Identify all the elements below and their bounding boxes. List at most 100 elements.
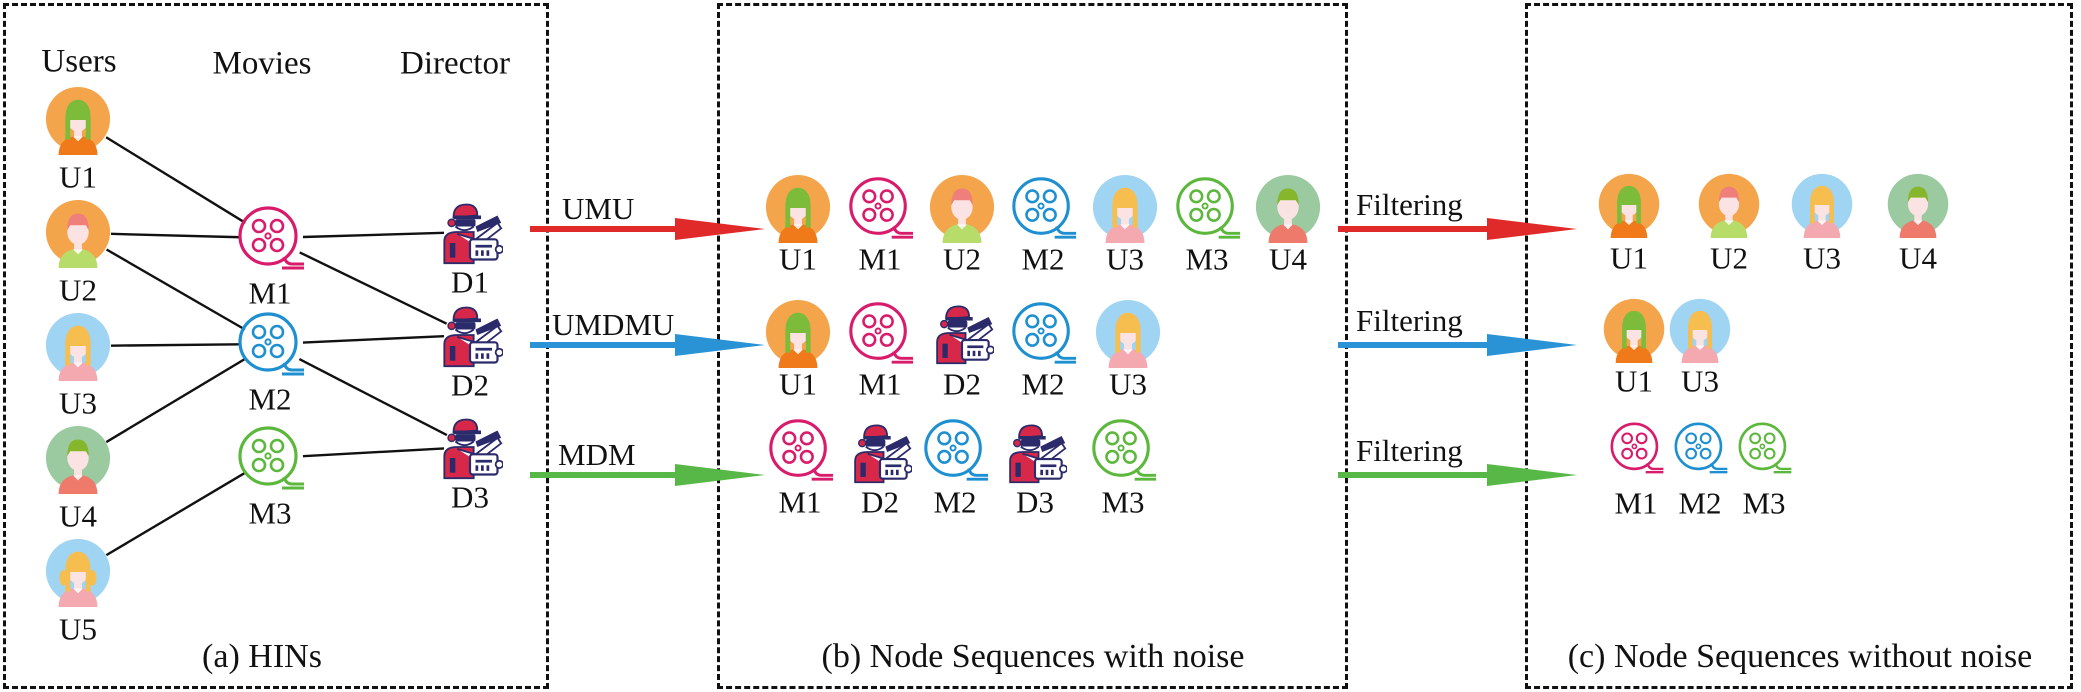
film-reel-icon <box>234 422 306 494</box>
hin-user-label-u2: U2 <box>59 272 97 308</box>
user-avatar-icon <box>1789 172 1855 238</box>
hin-movie-label-m3: M3 <box>248 495 292 531</box>
user-avatar-icon <box>1253 173 1323 243</box>
noisy-seq1-label-m2: M2 <box>1021 241 1065 277</box>
noisy-seq1-label-u3: U3 <box>1106 241 1144 277</box>
header-director: Director <box>400 45 510 82</box>
director-icon <box>1003 420 1067 484</box>
hin-edges <box>105 136 448 557</box>
user-avatar-icon <box>43 537 113 607</box>
noisy-seq2-label-d2: D2 <box>943 366 981 402</box>
metapath-arrow-umdmu <box>530 334 765 356</box>
user-avatar-icon <box>43 311 113 381</box>
clean-seq2-label-u1: U1 <box>1615 363 1653 399</box>
edge-u4-m2 <box>105 357 246 444</box>
hin-user-label-u1: U1 <box>59 159 97 195</box>
user-avatar-icon <box>43 85 113 155</box>
metapath-arrow-umu <box>530 218 765 240</box>
filtering-label-3: Filtering <box>1356 433 1463 468</box>
edge-u2-m2 <box>105 248 246 331</box>
user-avatar-icon <box>1696 172 1762 238</box>
film-reel-icon <box>1008 298 1078 368</box>
film-reel-icon <box>845 173 915 243</box>
film-reel-icon <box>1008 173 1078 243</box>
user-avatar-icon <box>763 298 833 368</box>
noisy-seq2-label-m2: M2 <box>1021 366 1065 402</box>
film-reel-icon <box>1088 415 1158 485</box>
metapath-label-mdm: MDM <box>558 437 636 472</box>
edge-u5-m3 <box>105 471 246 557</box>
edge-m3-d3 <box>302 447 445 458</box>
noisy-seq1-label-u1: U1 <box>779 241 817 277</box>
director-icon <box>437 414 503 480</box>
user-avatar-icon <box>1601 297 1667 363</box>
filtering-label-1: Filtering <box>1356 187 1463 222</box>
clean-seq1-label-u4: U4 <box>1899 240 1937 276</box>
clean-seq3-label-m2: M2 <box>1678 485 1722 521</box>
noisy-seq2-label-m1: M1 <box>858 366 902 402</box>
clean-seq3-label-m3: M3 <box>1742 485 1786 521</box>
director-icon <box>437 199 503 265</box>
edge-m1-d2 <box>299 251 448 325</box>
noisy-seq3-label-d2: D2 <box>861 484 899 520</box>
hin-user-label-u3: U3 <box>59 385 97 421</box>
film-reel-icon <box>234 202 306 274</box>
noisy-seq2-label-u1: U1 <box>779 366 817 402</box>
hin-director-label-d1: D1 <box>451 264 489 300</box>
film-reel-icon <box>234 308 306 380</box>
hin-user-label-u4: U4 <box>59 498 97 534</box>
edge-u1-m1 <box>105 136 246 224</box>
user-avatar-icon <box>1090 173 1160 243</box>
clean-seq3-label-m1: M1 <box>1614 485 1658 521</box>
film-reel-icon <box>845 298 915 368</box>
user-avatar-icon <box>927 173 997 243</box>
film-reel-icon <box>1735 419 1793 477</box>
hin-director-label-d2: D2 <box>451 367 489 403</box>
user-avatar-icon <box>43 424 113 494</box>
clean-seq1-label-u1: U1 <box>1610 240 1648 276</box>
director-icon <box>437 302 503 368</box>
hin-movie-label-m2: M2 <box>248 381 292 417</box>
noisy-seq2-label-u3: U3 <box>1109 366 1147 402</box>
filtering-arrow-3 <box>1338 464 1577 486</box>
metapath-label-umu: UMU <box>562 191 635 226</box>
clean-seq1-label-u2: U2 <box>1710 240 1748 276</box>
caption-without-noise: (c) Node Sequences without noise <box>1567 638 2033 675</box>
user-avatar-icon <box>1667 297 1733 363</box>
clean-seq2-label-u3: U3 <box>1681 363 1719 399</box>
filtering-label-2: Filtering <box>1356 303 1463 338</box>
director-icon <box>930 301 994 365</box>
header-users: Users <box>41 43 117 80</box>
user-avatar-icon <box>1885 172 1951 238</box>
film-reel-icon <box>1671 419 1729 477</box>
hin-user-label-u5: U5 <box>59 611 97 647</box>
noisy-seq1-label-u2: U2 <box>943 241 981 277</box>
noisy-seq1-label-u4: U4 <box>1269 241 1307 277</box>
edge-u2-m1 <box>110 232 242 239</box>
filtering-arrow-1 <box>1338 218 1577 240</box>
hin-movie-label-m1: M1 <box>248 275 292 311</box>
noisy-seq3-label-m2: M2 <box>933 484 977 520</box>
film-reel-icon <box>1607 419 1665 477</box>
user-avatar-icon <box>1093 298 1163 368</box>
noisy-seq3-label-m1: M1 <box>778 484 822 520</box>
hin-director-label-d3: D3 <box>451 479 489 515</box>
edge-m1-d1 <box>302 231 445 239</box>
noisy-seq3-label-d3: D3 <box>1016 484 1054 520</box>
caption-hins: (a) HINs <box>202 638 322 675</box>
film-reel-icon <box>765 415 835 485</box>
clean-seq1-label-u3: U3 <box>1803 240 1841 276</box>
user-avatar-icon <box>763 173 833 243</box>
noisy-seq1-label-m1: M1 <box>858 241 902 277</box>
arrows <box>530 218 1577 486</box>
filtering-arrow-2 <box>1338 334 1577 356</box>
user-avatar-icon <box>1596 172 1662 238</box>
header-movies: Movies <box>212 45 312 82</box>
user-avatar-icon <box>43 198 113 268</box>
film-reel-icon <box>1172 173 1242 243</box>
metapath-label-umdmu: UMDMU <box>552 307 675 342</box>
edge-u3-m2 <box>110 343 242 347</box>
edge-m2-d3 <box>298 358 448 437</box>
caption-with-noise: (b) Node Sequences with noise <box>821 638 1245 675</box>
